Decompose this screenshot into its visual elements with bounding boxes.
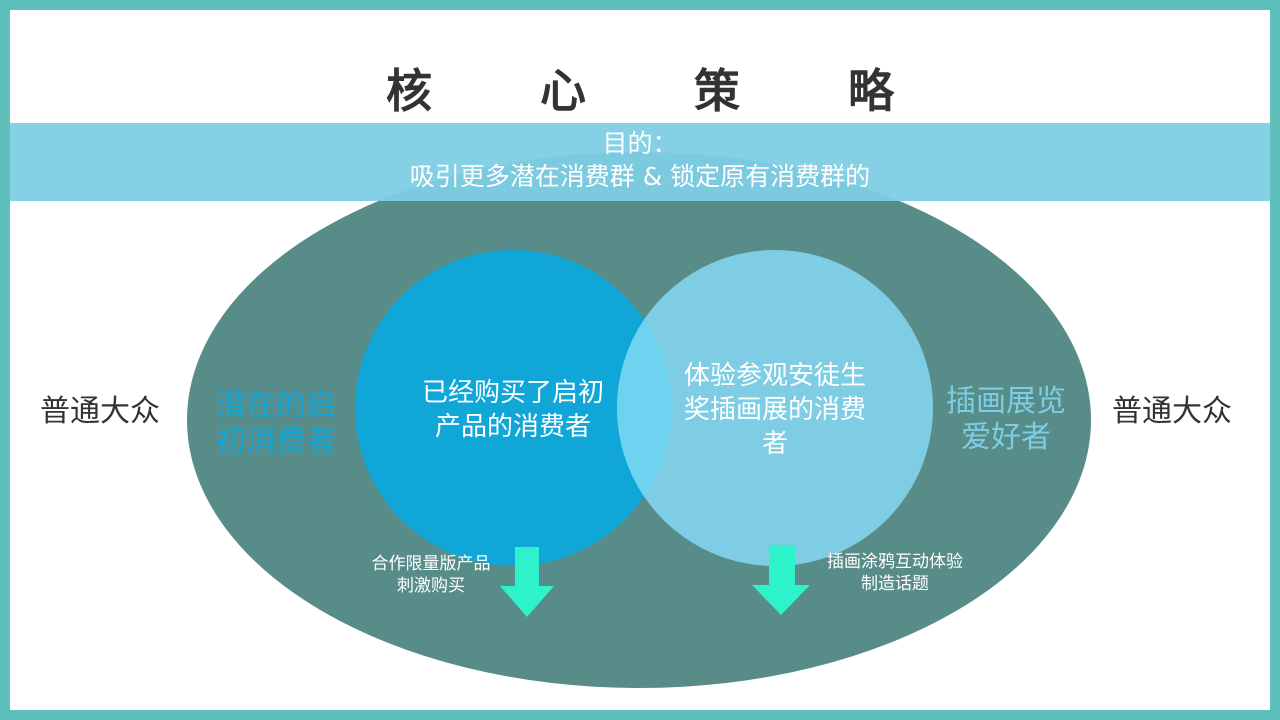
circle-right-text: 体验参观安徒生 奖插画展的消费 者 [670, 359, 880, 461]
circle-exhibition-visitors [617, 250, 933, 566]
circle-right-line-1: 体验参观安徒生 [683, 361, 866, 391]
circle-right-line-2: 奖插画展的消费 [683, 395, 866, 425]
slide-title: 核 心 策 略 [385, 64, 941, 118]
segment-right-line-1: 插画展览 [946, 384, 1066, 419]
action-right-line-2: 制造话题 [861, 574, 929, 594]
action-note-right: 插画涂鸦互动体验 制造话题 [810, 551, 980, 595]
outer-label-left: 普通大众 [40, 394, 160, 429]
down-arrow-right-icon [752, 545, 810, 615]
action-left-line-1: 合作限量版产品 [371, 554, 491, 574]
purpose-banner: 目的： 吸引更多潜在消费群 & 锁定原有消费群的 [10, 123, 1270, 201]
circle-left-line-2: 产品的消费者 [434, 412, 591, 442]
circle-left-line-1: 已经购买了启初 [421, 378, 604, 408]
purpose-text: 吸引更多潜在消费群 & 锁定原有消费群的 [409, 162, 871, 191]
segment-label-left: 潜在的启 初消费者 [216, 388, 366, 460]
action-left-line-2: 刺激购买 [397, 576, 465, 596]
outer-label-right: 普通大众 [1112, 394, 1232, 429]
circle-left-text: 已经购买了启初 产品的消费者 [408, 376, 618, 444]
segment-label-right: 插画展览 爱好者 [936, 384, 1076, 456]
circle-existing-buyers [355, 250, 671, 566]
action-right-line-1: 插画涂鸦互动体验 [827, 552, 963, 572]
down-arrow-left-icon [500, 547, 554, 617]
purpose-label: 目的： [602, 129, 678, 158]
segment-left-line-2: 初消费者 [216, 424, 336, 459]
action-note-left: 合作限量版产品 刺激购买 [356, 553, 506, 597]
venn-diagram [187, 152, 1091, 688]
circle-right-line-3: 者 [761, 429, 788, 459]
overlap-region [617, 319, 672, 497]
segment-right-line-2: 爱好者 [961, 420, 1051, 455]
segment-left-line-1: 潜在的启 [216, 388, 336, 423]
